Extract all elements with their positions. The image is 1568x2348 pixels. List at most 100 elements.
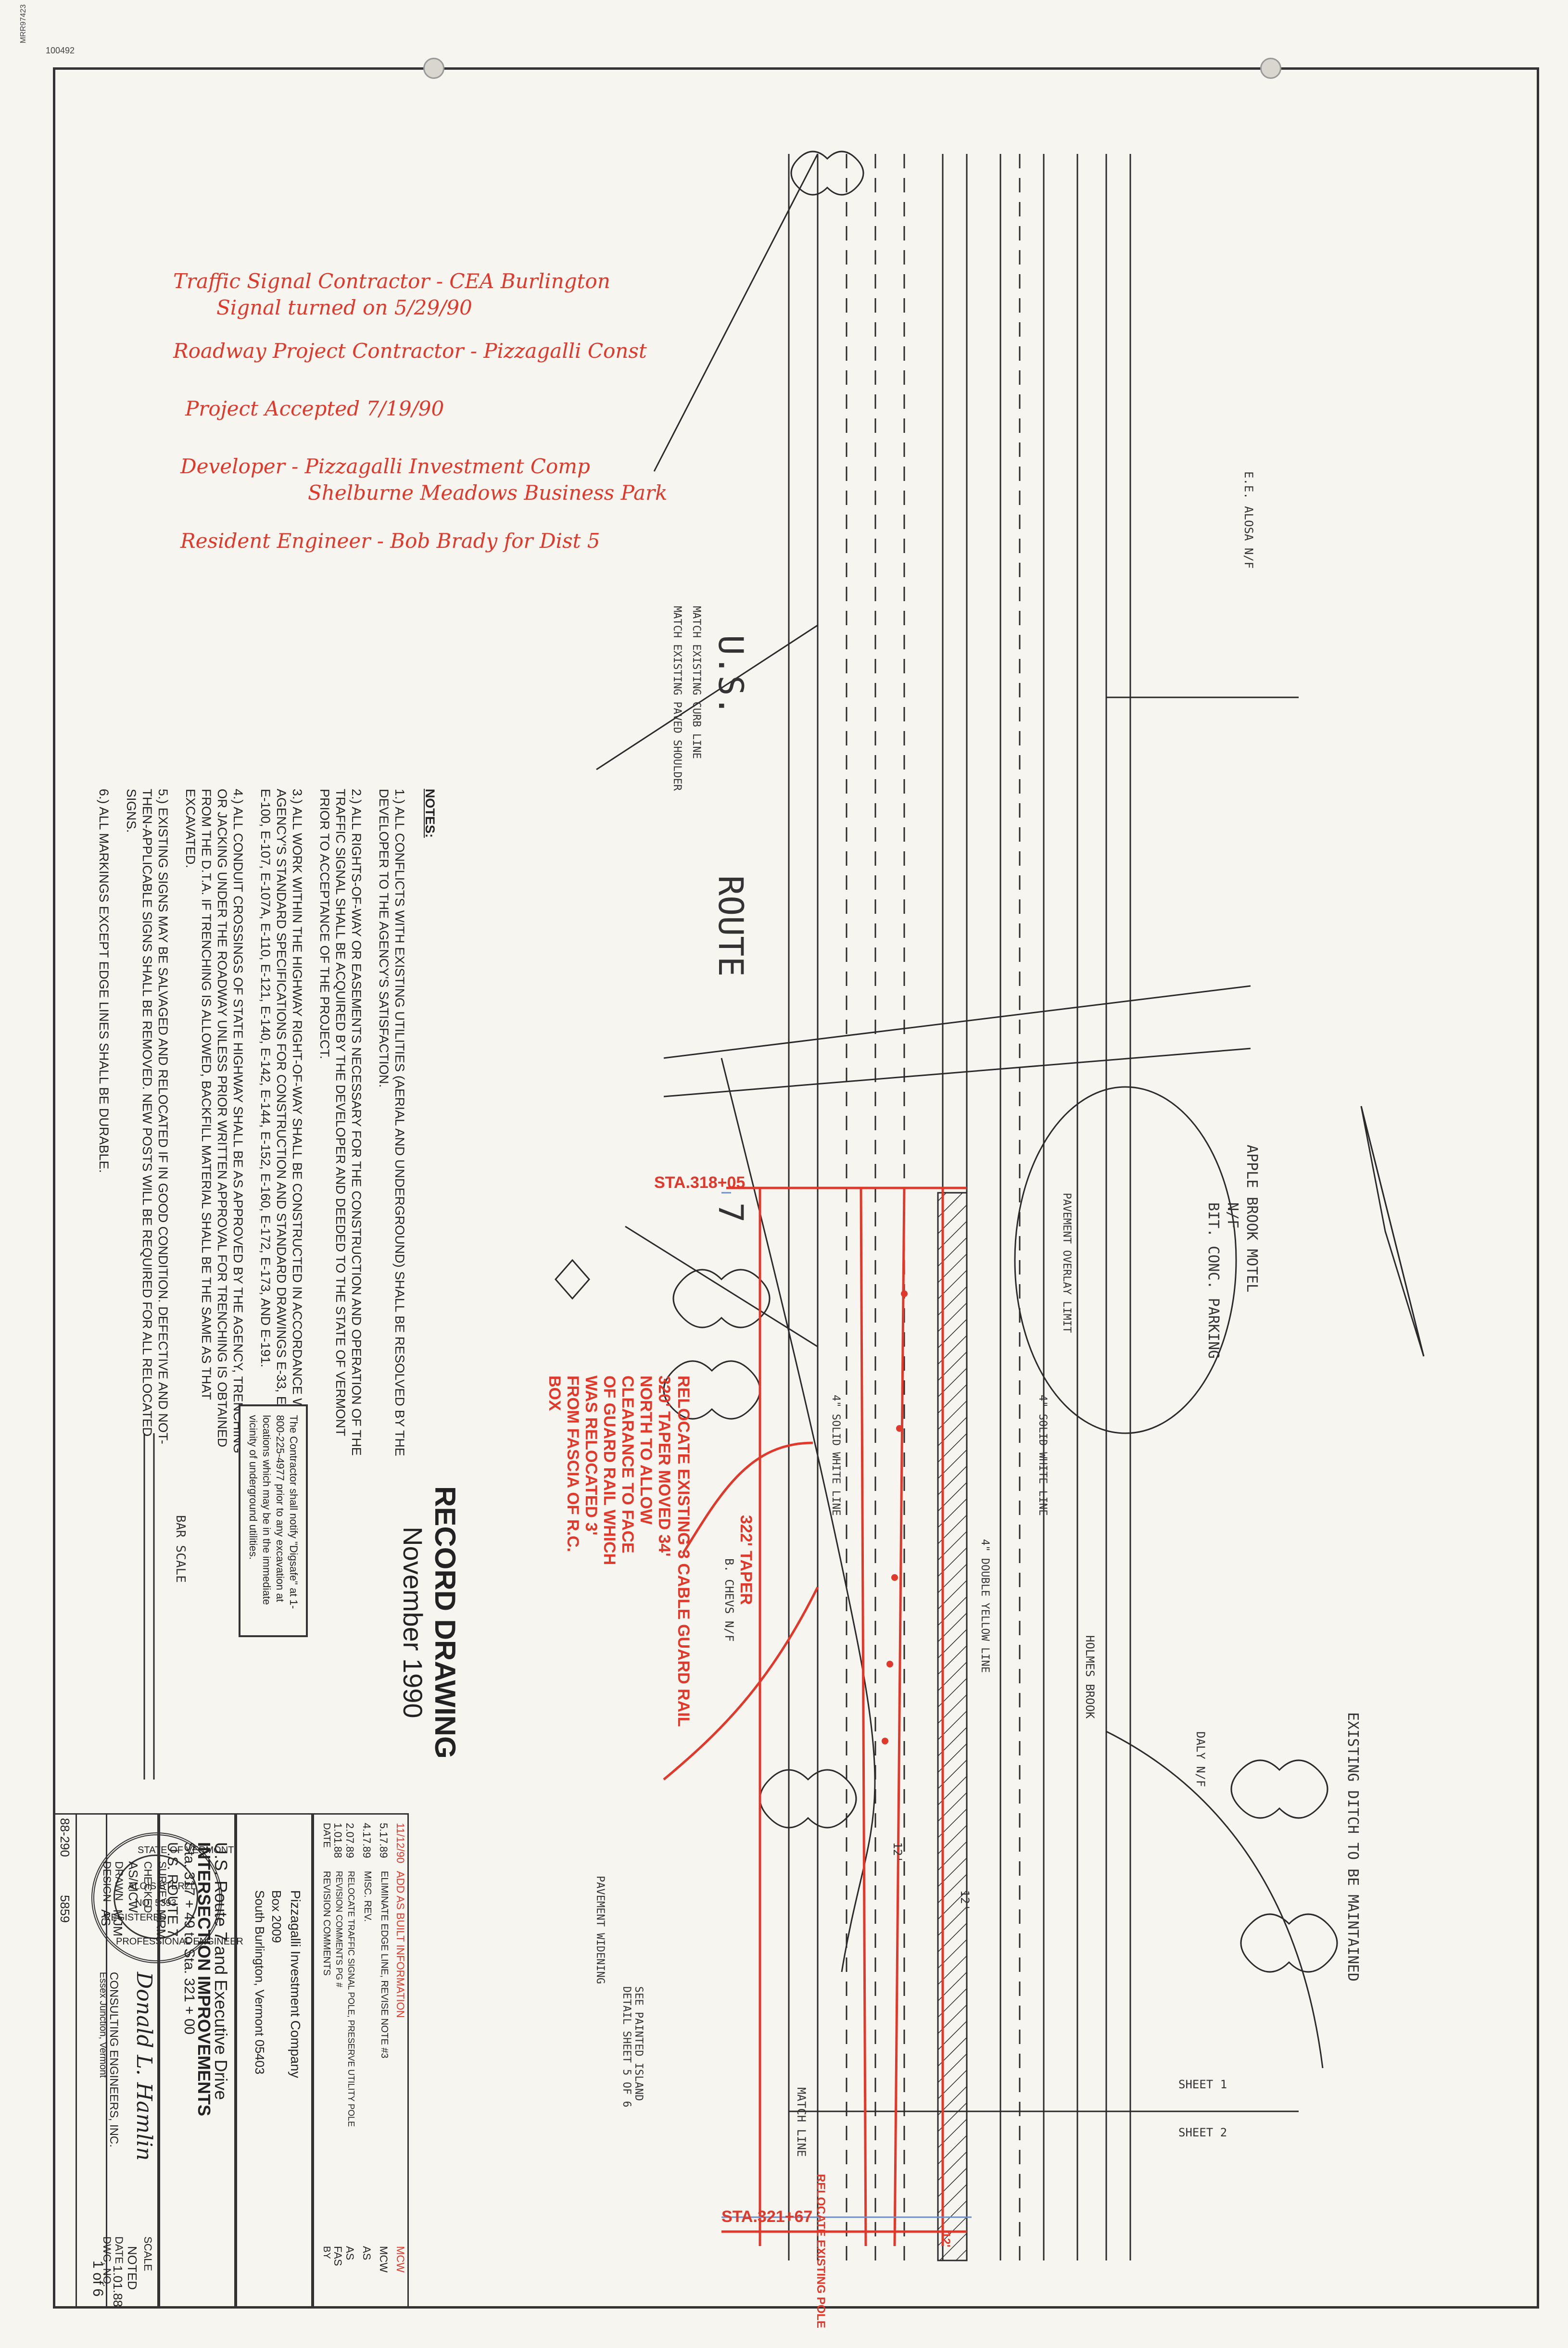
- rev-row-desc: RELOCATE TRAFFIC SIGNAL POLE, PRESERVE U…: [346, 1871, 356, 2127]
- match-shoulder-note: MATCH EXISTING PAVED SHOULDER: [671, 606, 683, 791]
- station-end: STA.321+67: [721, 2208, 813, 2226]
- seal-professional: PROFESSIONAL ENGINEER: [116, 1936, 243, 1947]
- road-label-7: 7: [711, 1202, 750, 1223]
- rev-row-date: 4.17.89: [361, 1823, 373, 1858]
- rev-row-by: AS: [361, 2246, 373, 2260]
- digsafe-text: The Contractor shall notify "Digsafe" at…: [247, 1415, 300, 1609]
- punch-hole: [423, 58, 444, 79]
- solid-white-line-label: 4" SOLID WHITE LINE: [830, 1395, 842, 1516]
- note-6: 6.) ALL MARKINGS EXCEPT EDGE LINES SHALL…: [97, 789, 111, 1173]
- alosa-parcel-label: E.E. ALOSA N/F: [1242, 471, 1255, 569]
- overlay-limit-note: PAVEMENT OVERLAY LIMIT: [1061, 1193, 1073, 1333]
- taper-moved-note: 320' TAPER MOVED 34' NORTH TO ALLOW CLEA…: [545, 1376, 673, 1565]
- holmes-brook-label: HOLMES BROOK: [1083, 1635, 1097, 1719]
- general-notes: NOTES: 1.) ALL CONFLICTS WITH EXISTING U…: [84, 789, 438, 1462]
- sheet-ref-1: SHEET 1: [1178, 2078, 1227, 2091]
- chevs-parcel-label: B. CHEVS N/F: [722, 1558, 736, 1642]
- record-drawing-stamp: RECORD DRAWING November 1990: [397, 1486, 462, 1759]
- parking-label: BIT. CONC. PARKING: [1205, 1202, 1222, 1359]
- rev-row-desc: MISC. REV.: [362, 1871, 373, 1922]
- job-number-2: 5859: [58, 1895, 72, 1923]
- rev-row-by: FAS: [332, 2246, 344, 2266]
- rev-row-date: 2.07.89: [344, 1823, 356, 1858]
- rev-row-by: MCW: [394, 2246, 406, 2272]
- handwritten-business-park: Shelburne Meadows Business Park: [308, 481, 668, 505]
- note-4: 4.) ALL CONDUIT CROSSINGS OF STATE HIGHW…: [183, 789, 245, 1453]
- match-line-label: MATCH LINE: [795, 2087, 808, 2157]
- dimension-12ft-a: 12': [891, 1842, 904, 1863]
- punch-hole: [1260, 58, 1281, 79]
- dimension-12ft-c: 12': [939, 2232, 952, 2247]
- note-2: 2.) ALL RIGHTS-OF-WAY OR EASEMENTS NECES…: [317, 789, 364, 1456]
- dimension-12ft-b: 12': [958, 1890, 972, 1911]
- double-yellow-line-label: 4" DOUBLE YELLOW LINE: [979, 1539, 991, 1673]
- note-3: 3.) ALL WORK WITHIN THE HIGHWAY RIGHT-OF…: [258, 789, 304, 1462]
- sheet-ref-2: SHEET 2: [1178, 2126, 1227, 2139]
- handwritten-developer: Developer - Pizzagalli Investment Comp: [180, 454, 590, 478]
- relocate-guardrail-note: RELOCATE EXISTING 3 CABLE GUARD RAIL: [674, 1376, 693, 1727]
- client-name: Pizzagalli Investment Company: [288, 1890, 303, 2078]
- rev-row-date: 5.17.89: [378, 1823, 390, 1858]
- bar-scale-label: BAR SCALE: [173, 1515, 188, 1583]
- taper-length: 322' TAPER: [737, 1515, 755, 1605]
- corner-number: 100492: [46, 46, 75, 55]
- relocate-pole-note: RELOCATE EXISTING POLE: [814, 2174, 827, 2328]
- record-title: RECORD DRAWING: [429, 1486, 461, 1759]
- project-stations: Sta. 317 + 49 to Sta. 321 + 00: [181, 1842, 197, 2035]
- title-block: 88-290 5859 CHECKED AS/MCW DRAWN MJM DES…: [53, 1813, 409, 2309]
- rev-row-date: 1.01.88: [332, 1823, 344, 1858]
- checked-label: CHECKED: [142, 1861, 154, 1913]
- apple-brook-label: APPLE BROOK MOTEL: [1243, 1145, 1260, 1293]
- seal-name: ALOIS STERZL: [128, 1881, 196, 1892]
- handwritten-roadway-contractor: Roadway Project Contractor - Pizzagalli …: [173, 339, 647, 363]
- project-highway: U.S. ROUTE 7: [164, 1842, 180, 1937]
- date-label: DATE: [113, 2236, 125, 2264]
- client-city: South Burlington, Vermont 05403: [253, 1890, 267, 2075]
- seal-registered: REGISTERED: [104, 1912, 167, 1923]
- checked-value: AS/MCW: [126, 1861, 140, 1913]
- engineer-seal: STATE OF VERMONT ALOIS STERZL NO. 5393 P…: [91, 1832, 243, 1963]
- existing-ditch-note: EXISTING DITCH TO BE MAINTAINED: [1344, 1712, 1361, 1982]
- rev-row-by: MCW: [378, 2246, 390, 2272]
- road-label-route: ROUTE: [711, 875, 750, 977]
- road-label-us: U.S.: [711, 635, 750, 716]
- digsafe-notice: The Contractor shall notify "Digsafe" at…: [239, 1404, 308, 1637]
- record-date: November 1990: [398, 1527, 428, 1718]
- drawn-label: DRAWN: [113, 1861, 125, 1901]
- notes-header: NOTES:: [423, 789, 437, 838]
- rev-header-comments: REVISION COMMENTS: [321, 1871, 332, 1976]
- handwritten-resident-engineer: Resident Engineer - Bob Brady for Dist 5: [180, 529, 600, 553]
- scale-value: NOTED: [125, 2246, 139, 2290]
- pavement-widening-note: PAVEMENT WIDENING: [594, 1876, 606, 1984]
- apple-brook-nf: N/F: [1224, 1202, 1241, 1229]
- match-curb-note: MATCH EXISTING CURB LINE: [690, 606, 702, 759]
- rev-row-desc: ELIMINATE EDGE LINE, REVISE NOTE #3: [379, 1871, 390, 2058]
- handwritten-traffic-contractor: Traffic Signal Contractor - CEA Burlingt…: [173, 269, 610, 293]
- station-start: STA.318+05: [654, 1174, 746, 1192]
- rev-header-by: BY: [321, 2246, 332, 2259]
- sheet-border: [53, 67, 1539, 2309]
- note-1: 1.) ALL CONFLICTS WITH EXISTING UTILITIE…: [377, 789, 407, 1456]
- solid-white-line-label-2: 4" SOLID WHITE LINE: [1037, 1395, 1049, 1516]
- client-box: Box 2009: [269, 1890, 284, 1943]
- seal-number: NO. 5393: [135, 1898, 177, 1908]
- job-number-1: 88-290: [58, 1818, 72, 1857]
- sheet-number: 1 of 6: [90, 2260, 106, 2297]
- design-value: AS: [99, 1909, 113, 1926]
- firm-location: Essex Junction, Vermont: [98, 1972, 108, 2078]
- scale-label: SCALE: [142, 2236, 154, 2272]
- painted-island-note: SEE PAINTED ISLAND DETAIL SHEET 5 OF 6: [620, 1986, 645, 2108]
- rev-row-desc: REVISION COMMENTS PG #: [334, 1871, 344, 1988]
- note-5: 5.) EXISTING SIGNS MAY BE SALVAGED AND R…: [124, 789, 170, 1444]
- firm-signature: Donald L. Hamlin: [132, 1972, 156, 2161]
- handwritten-signal-on: Signal turned on 5/29/90: [216, 296, 472, 319]
- rev-row-date: 11/12/90: [394, 1823, 406, 1864]
- rev-row-desc: ADD AS BUILT INFORMATION: [394, 1871, 406, 2018]
- rev-row-by: AS: [344, 2246, 356, 2260]
- design-label: DESIGN: [101, 1861, 113, 1902]
- rev-header-date: DATE: [321, 1823, 332, 1848]
- firm-name: CONSULTING ENGINEERS, INC.: [107, 1972, 120, 2147]
- seal-state: STATE OF VERMONT: [138, 1845, 234, 1856]
